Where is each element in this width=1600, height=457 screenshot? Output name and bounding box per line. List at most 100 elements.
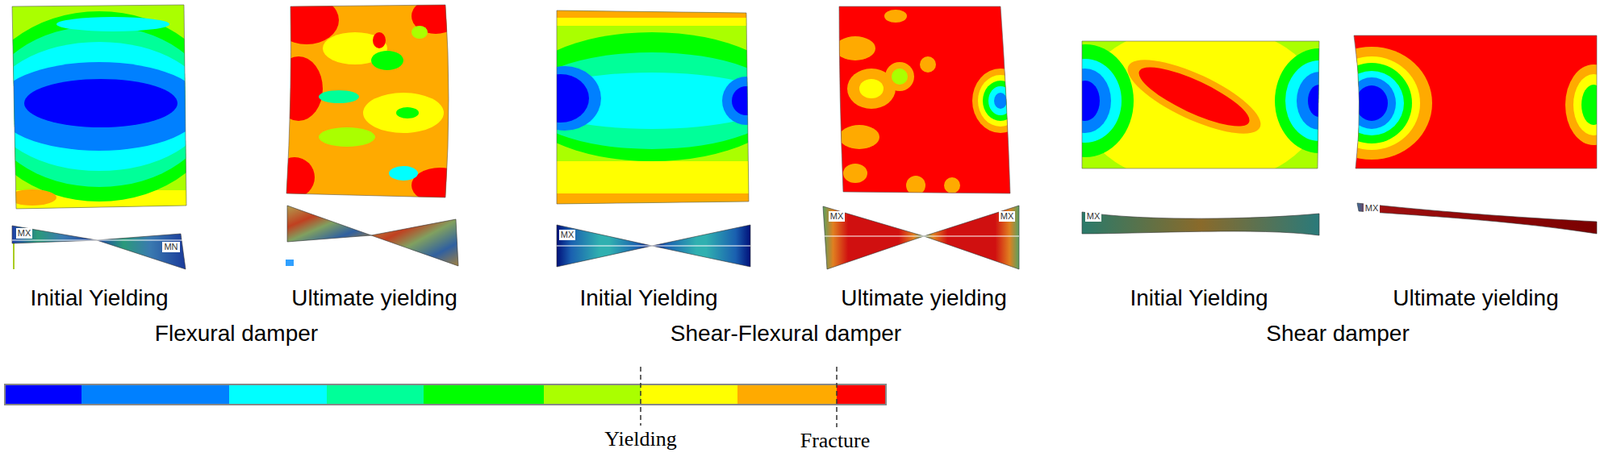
side-view [96, 233, 186, 270]
state-label: Initial Yielding [1129, 285, 1268, 312]
color-scale [835, 367, 838, 428]
contour-plate [1331, 62, 1413, 144]
contour-plate [1355, 85, 1388, 122]
contour-plate [988, 86, 1013, 116]
state-label: Initial Yielding [29, 285, 168, 312]
contour-plate [859, 79, 884, 99]
contour-plate [982, 80, 1019, 122]
contour-plate [552, 161, 753, 194]
color-scale [640, 384, 738, 406]
plate-outline [286, 4, 449, 198]
damper-label: Shear-Flexural damper [670, 321, 902, 347]
contour-plate [884, 9, 907, 23]
side-view [285, 259, 294, 267]
side-view [1081, 212, 1320, 236]
contour-plate [24, 79, 178, 128]
contour-plate [1339, 71, 1404, 136]
contour-plate [1307, 84, 1331, 117]
contour-plate [835, 4, 1029, 198]
contour-plate [1059, 68, 1112, 134]
scale-label: Fracture [800, 429, 871, 454]
side-view [824, 236, 1020, 238]
state-label: Ultimate yielding [291, 285, 457, 312]
side-view [12, 240, 186, 242]
contour-plate [0, 41, 209, 172]
side-view [12, 242, 15, 270]
contour-plate [906, 175, 926, 196]
contour-plate [411, 167, 468, 204]
node-marker: MX [998, 211, 1016, 222]
contour-plate [532, 74, 590, 123]
side-view [822, 206, 924, 270]
contour-plate [1048, 58, 1122, 143]
contour-plate [977, 75, 1024, 127]
color-scale [81, 384, 230, 406]
contour-plate [1323, 56, 1421, 151]
plate-outline [839, 6, 1011, 194]
contour-plate [363, 92, 444, 134]
color-scale [737, 384, 837, 406]
contour-plate [835, 36, 876, 61]
node-marker: MN [162, 242, 180, 253]
side-view [556, 246, 751, 247]
contour-plate [372, 32, 386, 49]
node-marker: MX [1085, 211, 1103, 222]
contour-plate [0, 25, 213, 188]
contour-plate [843, 163, 868, 184]
contour-plate [1119, 45, 1270, 149]
contour-plate [1036, 24, 1364, 186]
contour-plate [318, 90, 360, 104]
color-scale [543, 384, 641, 406]
contour-plate [1565, 64, 1600, 146]
contour-plate [1036, 44, 1134, 158]
color-scale [423, 384, 544, 406]
contour-plate [0, 11, 221, 202]
contour-plate [891, 68, 908, 85]
plate-outline [1353, 35, 1597, 169]
side-view [556, 225, 751, 268]
side-view [12, 225, 97, 244]
side-view [822, 205, 1020, 270]
color-scale [4, 367, 886, 428]
contour-plate [514, 8, 790, 209]
contour-plate [318, 127, 376, 147]
contour-plate [274, 157, 315, 198]
state-label: Ultimate yielding [1392, 285, 1559, 312]
side-view [285, 205, 459, 267]
damper-label: Flexural damper [154, 321, 318, 347]
color-scale [4, 384, 82, 406]
contour-plate [1573, 74, 1600, 136]
contour-plate [1296, 71, 1342, 130]
side-view [287, 205, 372, 243]
state-label: Ultimate yielding [840, 285, 1007, 312]
side-view [1357, 203, 1597, 234]
state-label: Initial Yielding [579, 285, 718, 312]
plate-outline [12, 4, 187, 209]
contour-plate [274, 56, 323, 122]
color-scale [836, 384, 886, 406]
side-view [1081, 212, 1320, 236]
node-marker: MX [559, 229, 577, 241]
contour-plate [396, 107, 419, 119]
side-view [371, 219, 459, 267]
contour-plate [274, 0, 339, 45]
contour-plate [731, 86, 761, 116]
contour-plate [528, 66, 602, 131]
contour-plate [1132, 56, 1257, 138]
color-scale [639, 367, 642, 427]
contour-plate [944, 177, 961, 194]
color-scale [229, 384, 327, 406]
contour-plate [1311, 32, 1600, 172]
node-marker: MX [1363, 203, 1381, 214]
contour-plate [552, 17, 753, 26]
color-scale [4, 384, 886, 406]
contour-plate [274, 0, 468, 204]
side-view [1357, 203, 1597, 234]
contour-plate [411, 25, 428, 39]
side-view [12, 225, 186, 270]
contour-plate [522, 52, 782, 150]
contour-plate [371, 50, 404, 71]
contour-plate [0, 62, 205, 151]
